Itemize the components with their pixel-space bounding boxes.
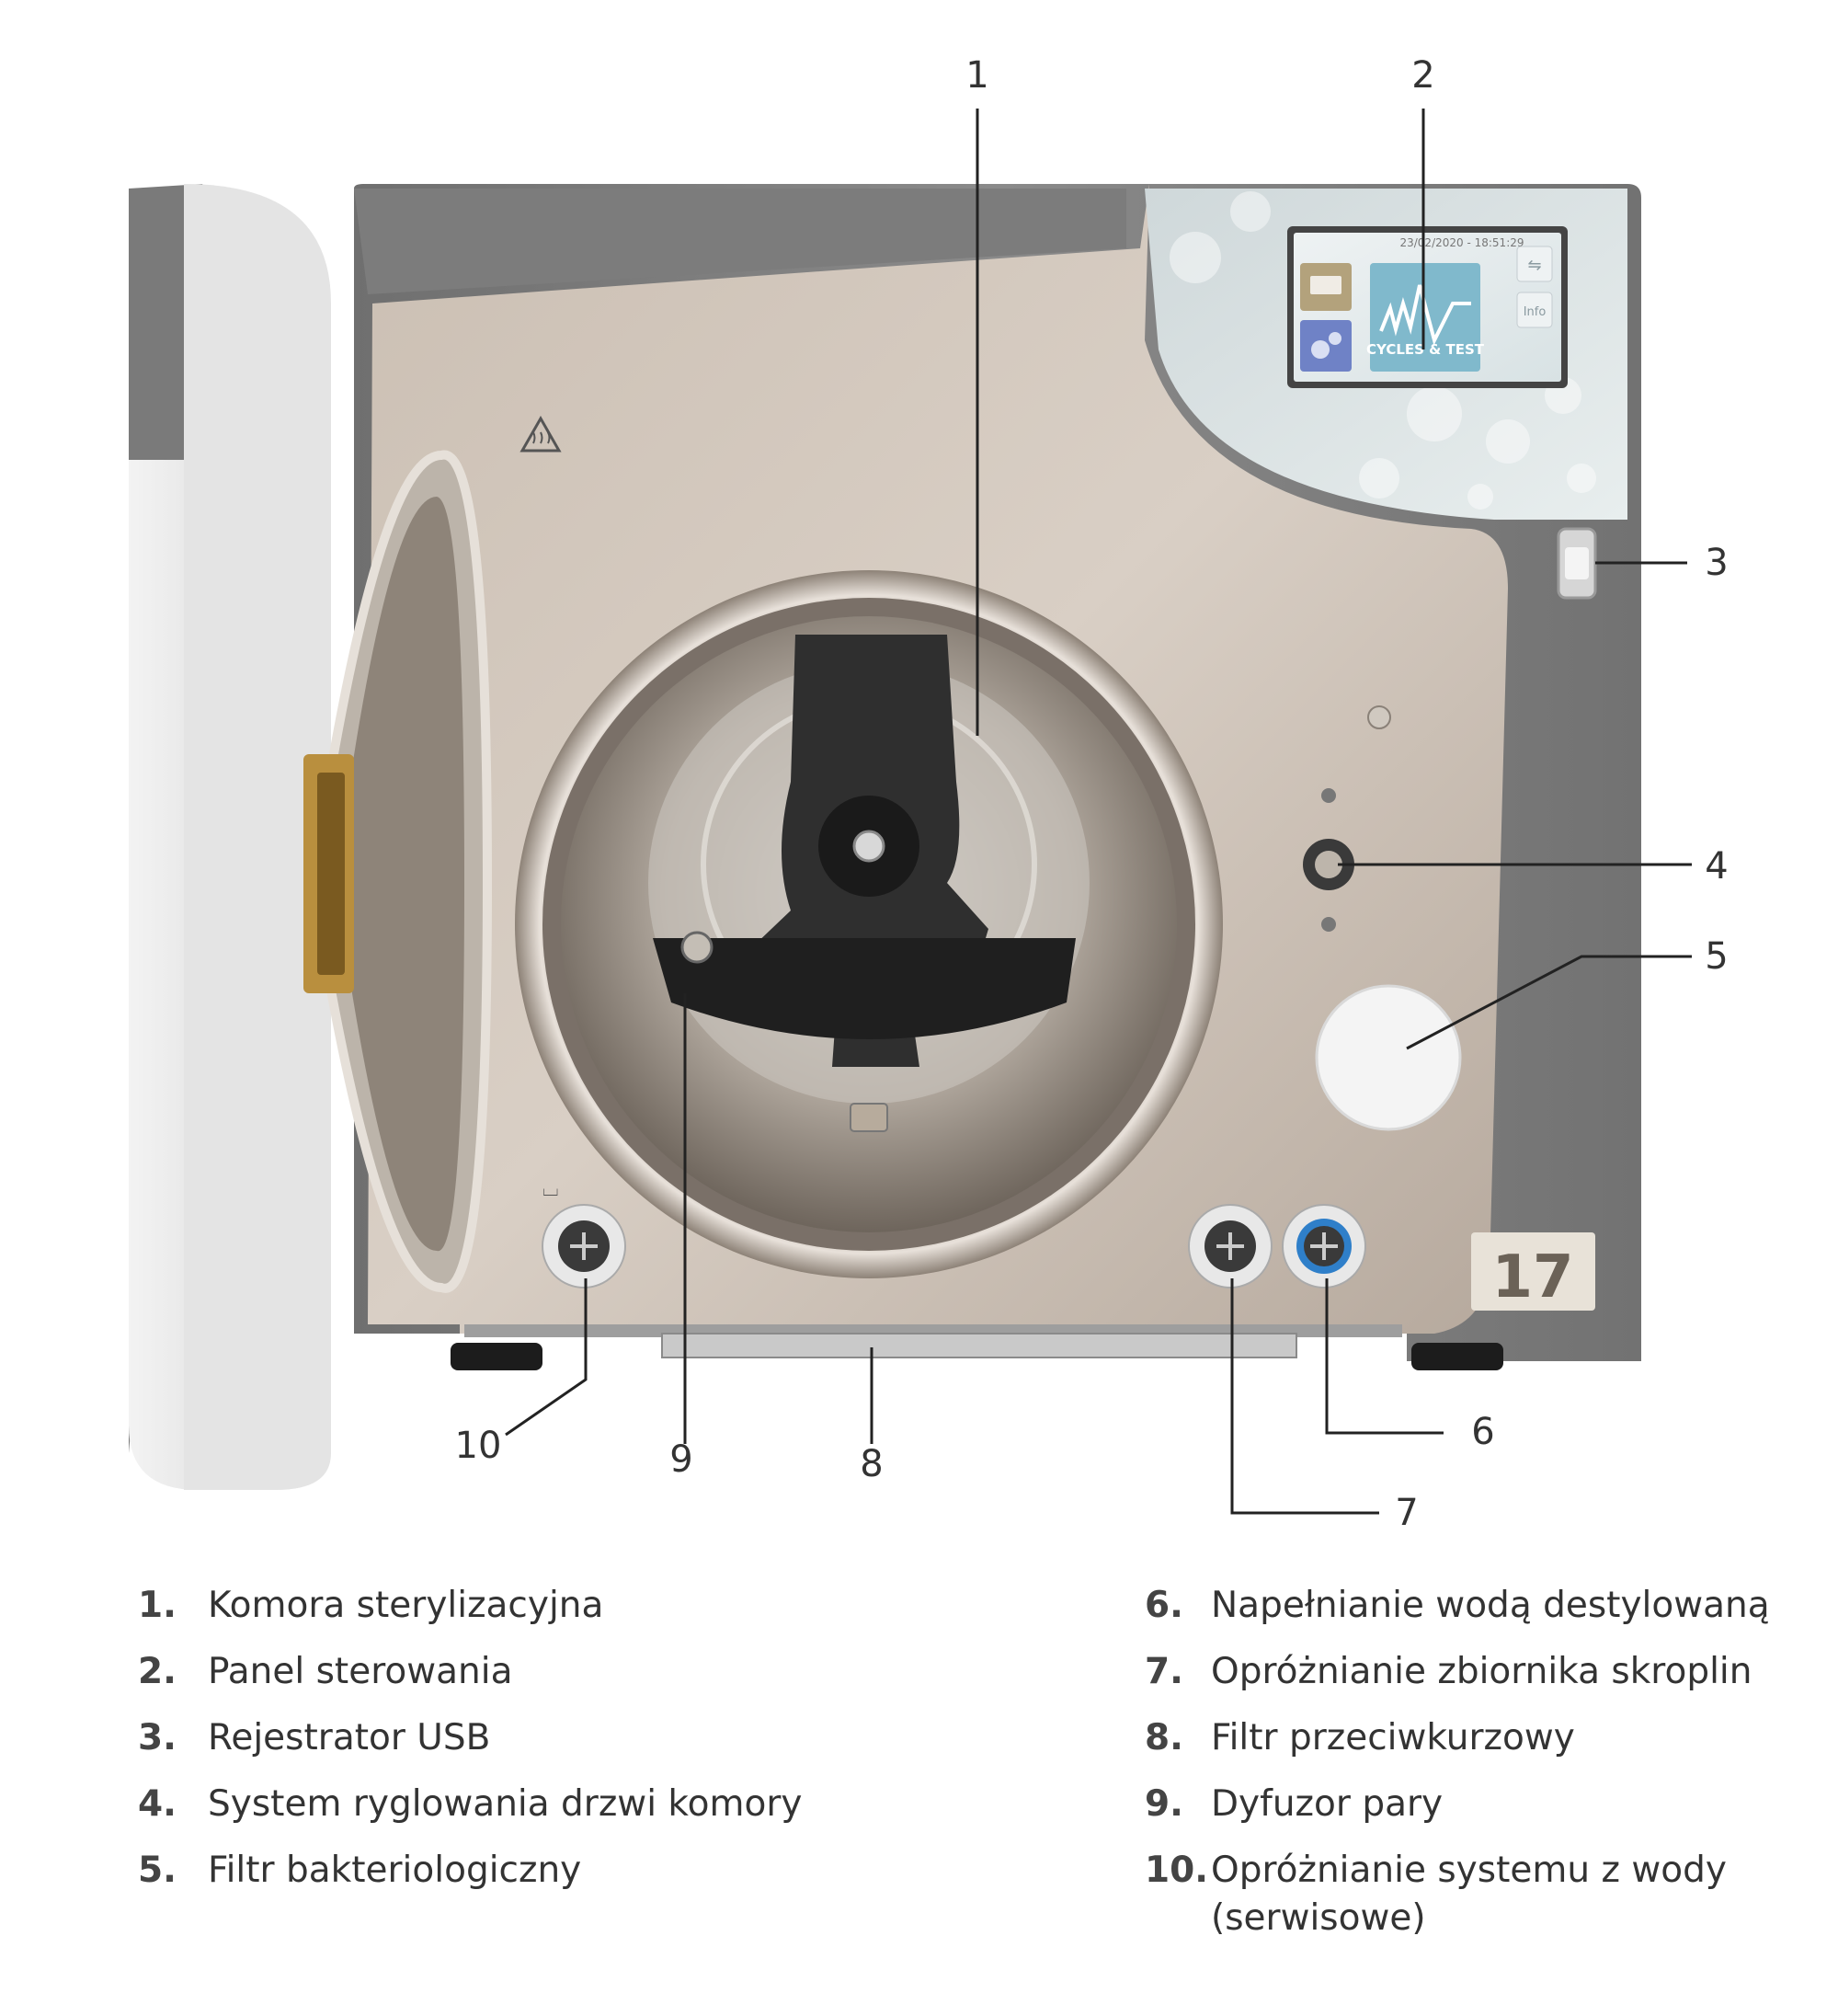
legend-column-right: 6. Napełnianie wodą destylowaną 7. Opróżni… bbox=[1145, 1582, 1825, 1961]
legend-text: Filtr bakteriologiczny bbox=[208, 1850, 582, 1891]
legend-text: Opróżnianie systemu z wody (serwisowe) bbox=[1211, 1850, 1727, 1939]
model-badge-number: 17 bbox=[1491, 1243, 1573, 1312]
legend-number: 8. bbox=[1145, 1717, 1183, 1758]
legend-number: 5. bbox=[138, 1850, 177, 1891]
legend-number: 2. bbox=[138, 1651, 177, 1692]
legend-item: 5. Filtr bakteriologiczny bbox=[138, 1847, 1057, 1895]
callout-6: 6 bbox=[1471, 1411, 1494, 1453]
legend-text: Panel sterowania bbox=[208, 1651, 513, 1692]
usb-icon: ⇋ bbox=[1527, 256, 1541, 275]
model-badge bbox=[1471, 1232, 1595, 1311]
cycles-graph-icon bbox=[1379, 284, 1471, 346]
legend-item: 6. Napełnianie wodą destylowaną bbox=[1145, 1582, 1825, 1630]
port-distilled-water-fill bbox=[1282, 1204, 1366, 1289]
legend-item: 9. Dyfuzor pary bbox=[1145, 1781, 1825, 1828]
legend-column-left: 1. Komora sterylizacyjna 2. Panel sterowan… bbox=[138, 1582, 1057, 1913]
legend-number: 3. bbox=[138, 1717, 177, 1758]
foot-left bbox=[451, 1343, 542, 1370]
legend-text: Rejestrator USB bbox=[208, 1717, 491, 1758]
legend-text: Filtr przeciwkurzowy bbox=[1211, 1717, 1575, 1758]
legend-item: 3. Rejestrator USB bbox=[138, 1714, 1057, 1762]
legend-number: 4. bbox=[138, 1783, 177, 1825]
screen-main-tile-label: CYCLES & TEST bbox=[1366, 341, 1485, 358]
svg-text:⌴: ⌴ bbox=[542, 1178, 559, 1201]
callout-2: 2 bbox=[1411, 54, 1434, 97]
legend-item: 4. System ryglowania drzwi komory bbox=[138, 1781, 1057, 1828]
steam-diffuser bbox=[680, 931, 714, 964]
port-drain-service: ⌴ bbox=[542, 1178, 626, 1289]
callout-5: 5 bbox=[1705, 935, 1728, 978]
screen-tile-usb bbox=[1516, 246, 1553, 282]
callout-9: 9 bbox=[669, 1438, 692, 1481]
callout-3: 3 bbox=[1705, 542, 1728, 584]
callout-4: 4 bbox=[1705, 845, 1728, 888]
legend-number: 6. bbox=[1145, 1585, 1183, 1626]
legend: 1. Komora sterylizacyjna 2. Panel sterowan… bbox=[0, 1582, 1838, 2005]
legend-text: Napełnianie wodą destylowaną bbox=[1211, 1585, 1770, 1626]
legend-text: Dyfuzor pary bbox=[1211, 1783, 1444, 1825]
door-lock-pin bbox=[1367, 705, 1391, 729]
drain-bolt bbox=[850, 1103, 888, 1132]
foot-right bbox=[1411, 1343, 1503, 1370]
legend-text: Komora sterylizacyjna bbox=[208, 1585, 604, 1626]
legend-item: 8. Filtr przeciwkurzowy bbox=[1145, 1714, 1825, 1762]
autoclave-diagram: 23/02/2020 - 18:51:29 CYCLES & TEST ⇋ In… bbox=[129, 54, 1729, 1534]
callout-1: 1 bbox=[965, 54, 988, 97]
housing-top bbox=[354, 189, 1126, 294]
callout-10: 10 bbox=[455, 1425, 502, 1467]
bacteriological-filter bbox=[1315, 984, 1462, 1131]
screen-tile-cycles bbox=[1370, 263, 1480, 372]
dust-filter bbox=[661, 1333, 1297, 1358]
callout-8: 8 bbox=[860, 1443, 883, 1485]
port-condensate-drain bbox=[1188, 1204, 1273, 1289]
legend-item: 10.Opróżnianie systemu z wody (serwisowe… bbox=[1145, 1847, 1825, 1942]
legend-text: System ryglowania drzwi komory bbox=[208, 1783, 803, 1825]
callout-7: 7 bbox=[1395, 1492, 1418, 1534]
tray-plate bbox=[653, 938, 1076, 1039]
screen-datetime: 23/02/2020 - 18:51:29 bbox=[1399, 236, 1524, 249]
legend-item: 7. Opróżnianie zbiornika skroplin bbox=[1145, 1648, 1825, 1696]
legend-text: Opróżnianie zbiornika skroplin bbox=[1211, 1651, 1752, 1692]
legend-number: 10. bbox=[1145, 1850, 1209, 1891]
legend-number: 9. bbox=[1145, 1783, 1183, 1825]
door-lock-screw-bottom bbox=[1321, 917, 1336, 932]
legend-number: 1. bbox=[138, 1585, 177, 1626]
legend-item: 2. Panel sterowania bbox=[138, 1648, 1057, 1696]
info-label: Info bbox=[1524, 305, 1547, 319]
leader-lines bbox=[505, 109, 1692, 1515]
door-lock-screw-top bbox=[1321, 788, 1336, 803]
legend-item: 1. Komora sterylizacyjna bbox=[138, 1582, 1057, 1630]
legend-number: 7. bbox=[1145, 1651, 1183, 1692]
screen-tile-info bbox=[1516, 292, 1553, 328]
